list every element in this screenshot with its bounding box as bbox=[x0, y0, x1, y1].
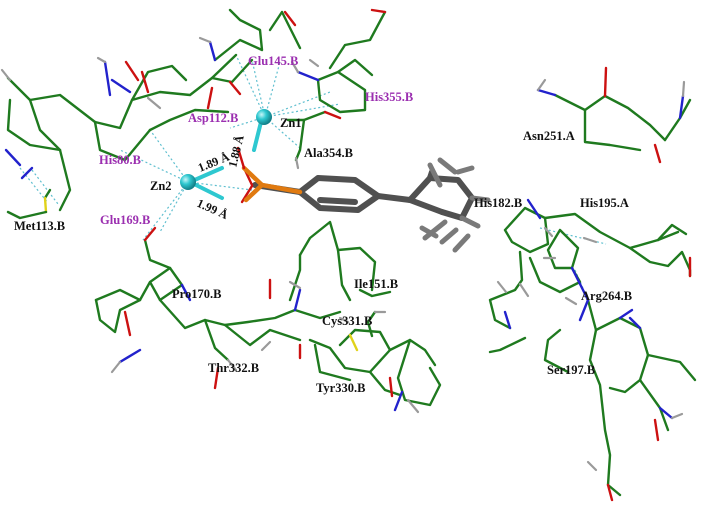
label-glu169: Glu169.B bbox=[100, 213, 150, 227]
label-arg264: Arg264.B bbox=[581, 289, 632, 303]
label-glu145: Glu145.B bbox=[248, 54, 298, 68]
distance-zn2-o-bottom: 1.99 Å bbox=[195, 196, 231, 222]
label-pro170: Pro170.B bbox=[172, 287, 221, 301]
residue-labels: Glu145.B His355.B Asp112.B Zn1 Asn251.A … bbox=[14, 54, 632, 395]
label-asp112: Asp112.B bbox=[188, 111, 238, 125]
label-zn2: Zn2 bbox=[150, 179, 172, 193]
label-ala354: Ala354.B bbox=[304, 146, 353, 160]
label-his195: His195.A bbox=[580, 196, 629, 210]
label-his355: His355.B bbox=[365, 90, 413, 104]
label-zn1: Zn1 bbox=[280, 116, 302, 130]
label-his182: His182.B bbox=[474, 196, 522, 210]
zn1-atom bbox=[256, 109, 272, 125]
label-ile151: Ile151.B bbox=[354, 277, 398, 291]
label-cys331: Cys331.B bbox=[322, 314, 372, 328]
label-ser197: Ser197.B bbox=[547, 363, 595, 377]
zinc-coordination bbox=[180, 109, 272, 200]
label-his80: His80.B bbox=[99, 153, 141, 167]
protein-residues bbox=[0, 8, 697, 502]
label-tyr330: Tyr330.B bbox=[316, 381, 365, 395]
interaction-lines bbox=[19, 54, 607, 301]
zn2-atom bbox=[180, 174, 196, 190]
ligand bbox=[236, 146, 491, 253]
label-asn251: Asn251.A bbox=[523, 129, 575, 143]
label-met113: Met113.B bbox=[14, 219, 65, 233]
label-thr332: Thr332.B bbox=[208, 361, 259, 375]
